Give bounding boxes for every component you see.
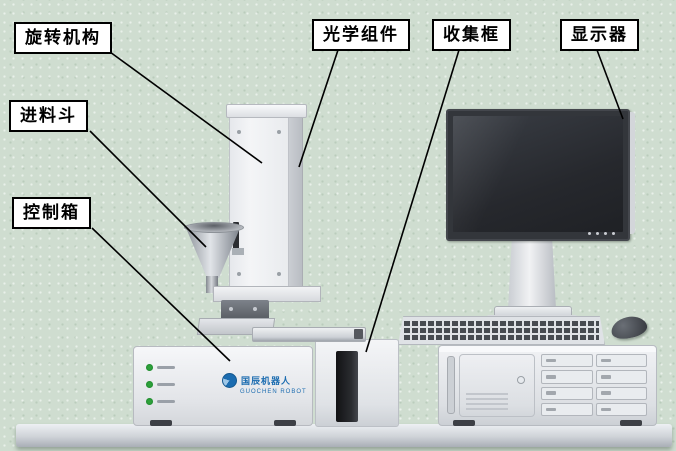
callout-monitor: 显示器 [560,19,639,52]
monitor-button [612,232,615,235]
drive-bay [595,386,647,400]
callout-collection-frame: 收集框 [432,19,511,52]
indicator-led [146,364,153,371]
drive-bay-grid [541,354,647,416]
pc-lock [517,376,525,384]
drive-bay [541,370,593,384]
indicator-led [146,398,153,405]
drive-bay [595,370,647,384]
mouse [609,313,649,342]
pc-top-surface [439,346,656,352]
keyboard [398,316,605,345]
screw [237,130,241,134]
indicator-label-mark [157,400,175,403]
bolt [229,307,233,311]
callout-optical-assembly: 光学组件 [312,19,410,52]
optical-tower-side [287,107,303,291]
indicator-led [146,381,153,388]
indicator-label-mark [157,366,175,369]
indicator-label-mark [157,383,175,386]
callout-control-box: 控制箱 [12,197,91,230]
brand-logo-icon [222,373,237,388]
brand-name-en: GUOCHEN ROBOT [240,389,307,395]
monitor-screen [453,116,623,232]
feed-hopper-rim [184,222,244,233]
drive-bay [595,402,647,416]
machine-foot [150,420,172,426]
drive-bay [541,354,593,368]
drive-bay [541,386,593,400]
drive-bay [541,402,593,416]
callout-rotation-mechanism: 旋转机构 [14,22,112,55]
base-platform [16,424,672,447]
pc-vents [466,393,508,410]
screw [237,272,241,276]
monitor-button [588,232,591,235]
pc-foot [620,420,642,426]
keyboard-keys [404,320,599,340]
pc-foot [453,420,475,426]
control-box-unit: 国辰机器人 GUOCHEN ROBOT [133,346,313,426]
industrial-pc [438,345,657,426]
screw [277,130,281,134]
monitor-stand-neck [508,239,556,309]
collection-slot [336,351,358,422]
pc-handle [447,356,455,414]
drive-bay [595,354,647,368]
bolt [253,307,257,311]
callout-feed-hopper: 进料斗 [9,100,88,133]
machine-foot [274,420,296,426]
pc-front-door [459,354,535,417]
screw [277,272,281,276]
monitor-button [604,232,607,235]
hopper-bracket [232,248,244,255]
optical-tower [229,107,289,290]
transfer-arm-tip [354,329,363,339]
transfer-arm [252,327,366,342]
brand-mark: 国辰机器人 GUOCHEN ROBOT [222,373,332,395]
monitor-side-panel [630,112,635,234]
monitor-bezel [446,109,630,241]
brand-name-cn: 国辰机器人 [241,376,292,386]
rotation-mechanism-block [221,300,269,321]
optical-tower-cap [226,104,307,118]
monitor-button [596,232,599,235]
